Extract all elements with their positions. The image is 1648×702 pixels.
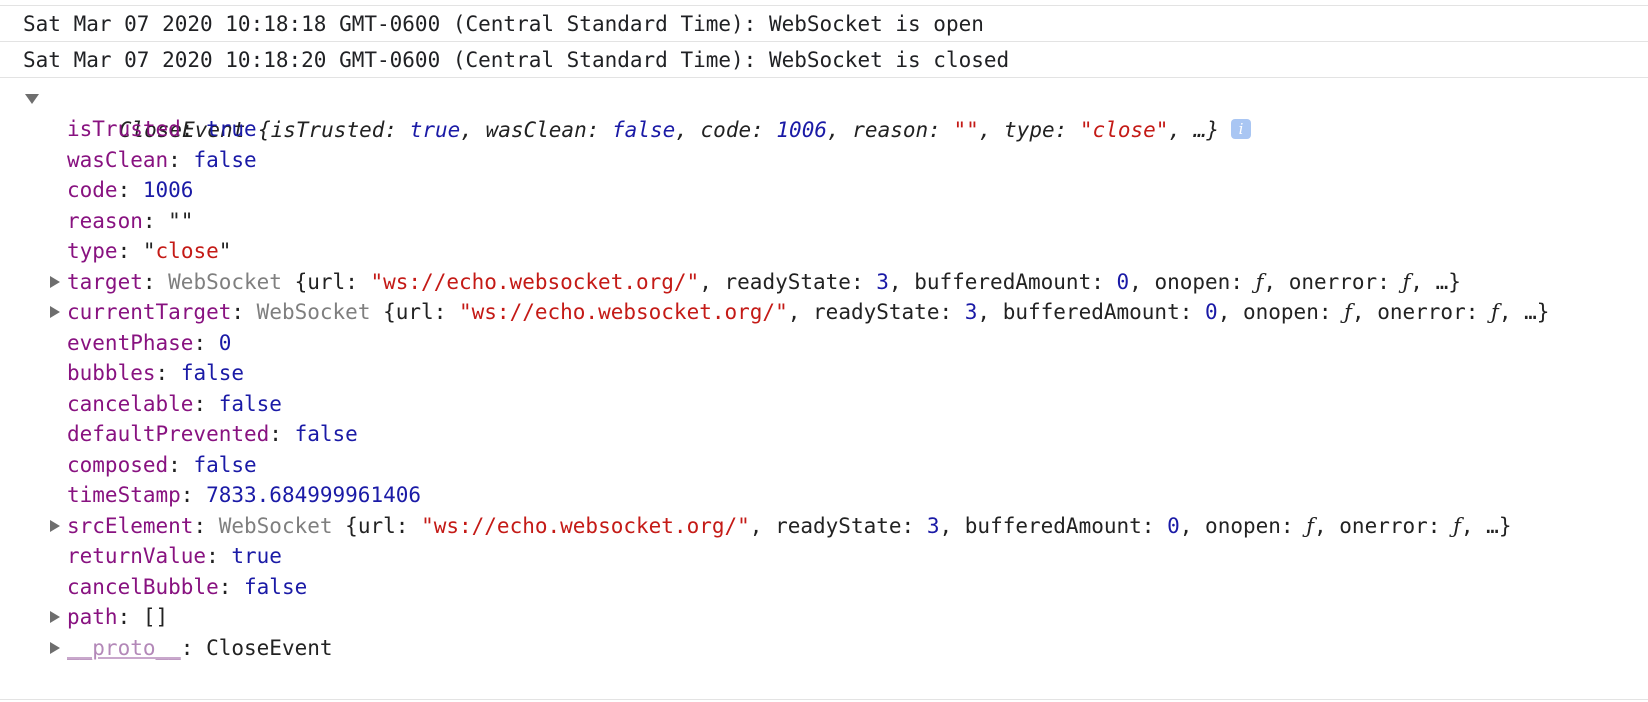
- property-row: composed: false: [67, 452, 257, 477]
- property-row: reason: "": [67, 208, 194, 233]
- object-summary[interactable]: CloseEvent {isTrusted: true, wasClean: f…: [0, 82, 1648, 142]
- property-row-target[interactable]: target: WebSocket {url: "ws://echo.webso…: [0, 267, 1648, 298]
- property-row: bubbles: false: [67, 361, 245, 385]
- property-row: defaultPrevented: false: [67, 422, 358, 446]
- property-row: cancelBubble: false: [67, 574, 308, 599]
- property-row: cancelable: false: [67, 391, 282, 416]
- property-row-path[interactable]: path: []: [0, 602, 1648, 633]
- object-class-name: CloseEvent: [118, 118, 246, 142]
- expand-triangle-right-icon[interactable]: [50, 306, 60, 318]
- console-message[interactable]: Sat Mar 07 2020 10:18:20 GMT-0600 (Centr…: [0, 41, 1648, 77]
- expand-triangle-right-icon[interactable]: [50, 611, 60, 623]
- property-row: timeStamp: 7833.684999961406: [67, 483, 422, 507]
- info-icon[interactable]: i: [1231, 119, 1251, 139]
- log-text: Sat Mar 07 2020 10:18:18 GMT-0600 (Centr…: [23, 12, 984, 36]
- property-row: isTrusted: true: [67, 117, 257, 141]
- property-row: returnValue: true: [67, 544, 282, 568]
- property-row: code: 1006: [67, 178, 194, 202]
- console-message[interactable]: Sat Mar 07 2020 10:18:18 GMT-0600 (Centr…: [0, 5, 1648, 41]
- expand-triangle-right-icon[interactable]: [50, 519, 60, 532]
- property-row: type: "close": [67, 239, 232, 263]
- expand-triangle-right-icon[interactable]: [50, 641, 60, 654]
- property-row: eventPhase: 0: [67, 330, 232, 355]
- log-text: Sat Mar 07 2020 10:18:20 GMT-0600 (Centr…: [23, 48, 1010, 72]
- property-row-srcElement[interactable]: srcElement: WebSocket {url: "ws://echo.w…: [0, 511, 1648, 542]
- type-value: close: [155, 239, 219, 263]
- property-row: wasClean: false: [67, 147, 257, 172]
- property-row-currentTarget[interactable]: currentTarget: WebSocket {url: "ws://ech…: [0, 297, 1648, 328]
- expand-triangle-right-icon[interactable]: [50, 275, 60, 288]
- expand-triangle-down-icon[interactable]: [25, 94, 39, 104]
- object-inspector: CloseEvent {isTrusted: true, wasClean: f…: [0, 77, 1648, 700]
- property-row-proto[interactable]: __proto__: CloseEvent: [0, 633, 1648, 664]
